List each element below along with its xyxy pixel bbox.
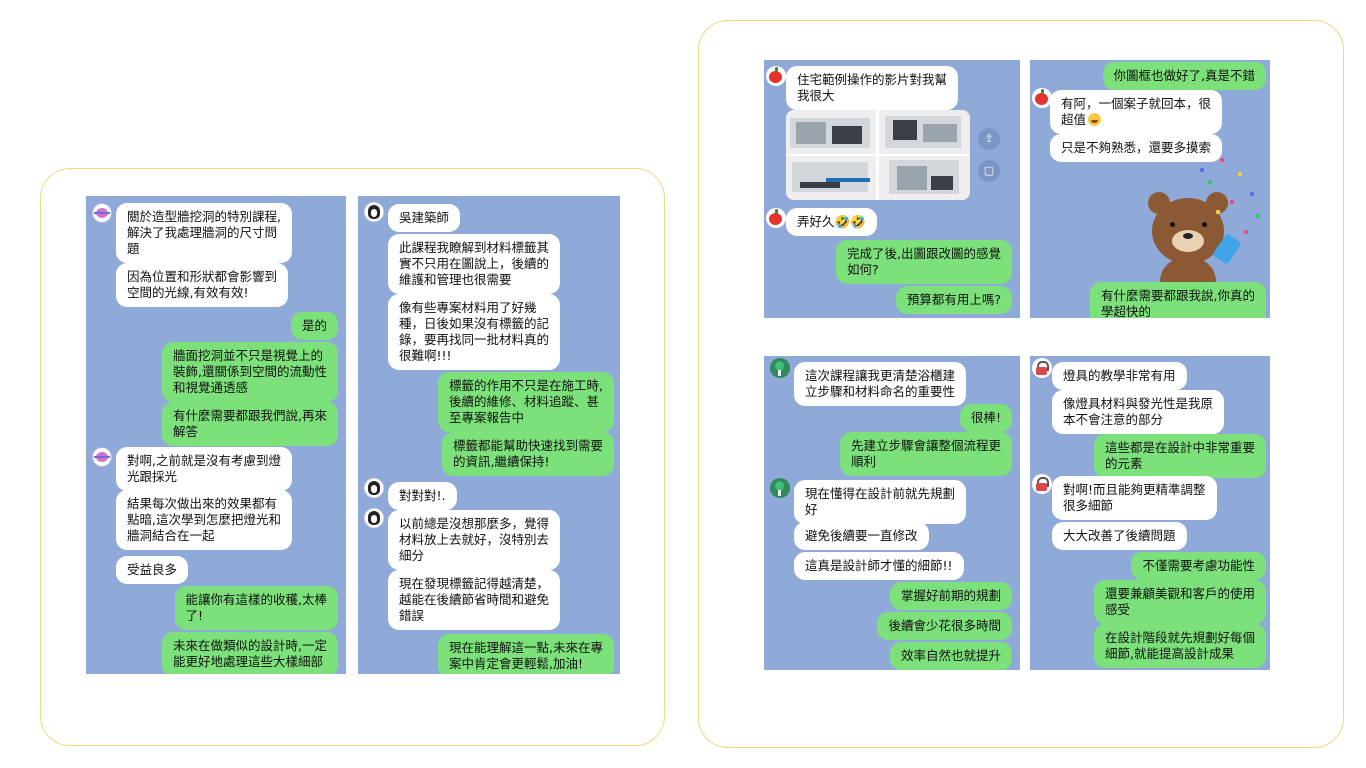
chat-message: 吳建築師: [388, 204, 461, 232]
chat-message: 不僅需要考慮功能性: [1131, 552, 1266, 580]
chat-message: 燈具的教學非常有用: [1052, 362, 1187, 390]
brown-bear-sticker-icon: [1140, 180, 1250, 290]
penguin-avatar-icon: [364, 508, 384, 528]
chat-message: 先建立步驟會讓整個流程更 順利: [839, 432, 1012, 476]
chat-message: 此課程我瞭解到材料標籤其 實不只用在圖說上，後續的 維護和管理也很需要: [388, 234, 561, 294]
apple-avatar-icon: [766, 208, 786, 228]
lock-avatar-icon: [1032, 358, 1052, 378]
chat-message: 有什麼需要都跟我說,你真的 學超快的: [1090, 282, 1266, 318]
chat-message: 這些都是在設計中非常重要 的元素: [1093, 434, 1266, 478]
chat-message: 像燈具材料與發光性是我原 本不會注意的部分: [1052, 390, 1225, 434]
shared-photos-grid[interactable]: [786, 110, 970, 200]
chat-message: 效率自然也就提升: [889, 642, 1012, 670]
grin-emoji-icon: [1088, 113, 1102, 126]
chat-message: 在設計階段就先規劃好每個 細節,就能提高設計成果: [1093, 624, 1266, 668]
chat-message: 很棒!: [959, 404, 1012, 432]
chat-message: 這次課程讓我更清楚浴櫃建 立步驟和材料命名的重要性: [794, 362, 967, 406]
chat-message: 弄好久🤣🤣: [786, 208, 877, 236]
chat-message: 結果每次做出來的效果都有 點暗,這次學到怎麼把燈光和 牆洞結合在一起: [116, 490, 292, 550]
chat-message: 只是不夠熟悉，還要多摸索: [1050, 134, 1223, 162]
apple-avatar-icon: [766, 66, 786, 86]
shared-photo[interactable]: [879, 156, 970, 200]
planet-avatar-icon: [92, 203, 112, 223]
chat-message: 牆面挖洞並不只是視覺上的 裝飾,還關係到空間的流動性 和視覺通透感: [162, 342, 338, 402]
chat-message: 現在懂得在設計前就先規劃 好: [794, 480, 967, 524]
chat-message: 完成了後,出圖跟改圖的感覺 如何?: [836, 240, 1012, 284]
chat-message: 掌握好前期的規劃: [889, 582, 1012, 610]
chat-screenshot-1: 關於造型牆挖洞的特別課程, 解決了我處理牆洞的尺寸問 題 因為位置和形狀都會影響…: [86, 196, 346, 674]
chat-message: 避免後續要一直修改: [794, 522, 929, 550]
chat-screenshot-4: 你圖框也做好了,真是不錯 有阿，一個案子就回本，很 超值 只是不夠熟悉，還要多摸…: [1030, 60, 1270, 318]
chat-message: 受益良多: [116, 556, 189, 584]
chat-message: 住宅範例操作的影片對我幫 我很大: [786, 66, 959, 110]
lock-avatar-icon: [1032, 474, 1052, 494]
chat-message: 像有些專案材料用了好幾 種，日後如果沒有標籤的記 錄，要再找同一批材料真的 很難…: [388, 294, 561, 370]
chat-screenshot-6: 燈具的教學非常有用 像燈具材料與發光性是我原 本不會注意的部分 這些都是在設計中…: [1030, 356, 1270, 670]
chat-screenshot-3: 住宅範例操作的影片對我幫 我很大 ⇪ ▢ 弄好久🤣🤣 完成了後,出圖跟改圖: [764, 60, 1020, 318]
chat-message: 以前總是沒想那麼多，覺得 材料放上去就好，沒特別去 細分: [388, 510, 561, 570]
chat-message: 對對對!.: [388, 482, 457, 510]
share-icon[interactable]: ⇪: [978, 128, 1000, 150]
chat-message: 有阿，一個案子就回本，很 超值: [1050, 90, 1223, 134]
planet-avatar-icon: [92, 447, 112, 467]
apple-avatar-icon: [1032, 88, 1052, 108]
chat-message: 大大改善了後續問題: [1052, 522, 1187, 550]
chat-message: 標籤都能幫助快速找到需要 的資訊,繼續保持!: [441, 432, 614, 476]
chat-screenshot-2: 吳建築師 此課程我瞭解到材料標籤其 實不只用在圖說上，後續的 維護和管理也很需要…: [358, 196, 620, 674]
chat-message: 後續會少花很多時間: [877, 612, 1012, 640]
chat-message: 因為位置和形狀都會影響到 空間的光線,有效有效!: [116, 263, 289, 307]
shared-photo[interactable]: [786, 156, 876, 200]
chat-screenshot-5: 這次課程讓我更清楚浴櫃建 立步驟和材料命名的重要性 很棒! 先建立步驟會讓整個流…: [764, 356, 1020, 670]
penguin-avatar-icon: [364, 478, 384, 498]
chat-message: 還要兼顧美觀和客戶的使用 感受: [1093, 580, 1266, 624]
penguin-avatar-icon: [364, 202, 384, 222]
chat-message: 關於造型牆挖洞的特別課程, 解決了我處理牆洞的尺寸問 題: [116, 203, 292, 263]
chat-message: 對啊,之前就是沒有考慮到燈 光跟採光: [116, 447, 292, 491]
shared-photo[interactable]: [786, 110, 876, 154]
tree-avatar-icon: [770, 478, 790, 498]
chat-message: 對啊!而且能夠更精準調整 很多細節: [1052, 476, 1217, 520]
chat-message: 這真是設計師才懂的細節!!: [794, 552, 964, 580]
tree-avatar-icon: [770, 358, 790, 378]
chat-message: 標籤的作用不只是在施工時, 後續的維修、材料追蹤、甚 至專案報告中: [438, 372, 614, 432]
chat-message: 是的: [290, 312, 338, 340]
shared-photo[interactable]: [879, 110, 970, 154]
chat-message: 現在能理解這一點,未來在專 案中肯定會更輕鬆,加油!: [438, 634, 614, 674]
chat-message: 能讓你有這樣的收穫,太棒 了!: [174, 586, 338, 630]
chat-message: 你圖框也做好了,真是不錯: [1102, 62, 1266, 90]
save-icon[interactable]: ▢: [978, 160, 1000, 182]
chat-message: 未來在做類似的設計時,一定 能更好地處理這些大樣細部: [162, 632, 338, 674]
chat-message: 預算都有用上嗎?: [895, 286, 1012, 314]
chat-message: 有什麼需要都跟我們說,再來 解答: [162, 402, 338, 446]
chat-message: 現在發現標籤記得越清楚， 越能在後續節省時間和避免 錯誤: [388, 570, 561, 630]
